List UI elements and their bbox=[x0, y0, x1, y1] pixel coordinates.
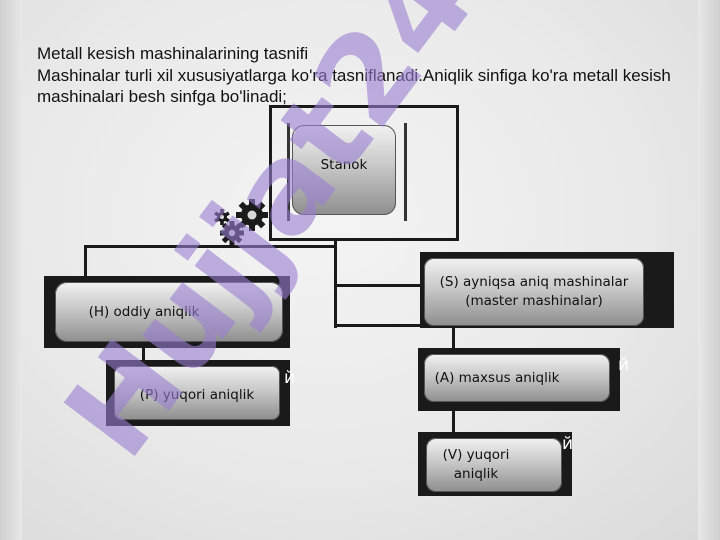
connector-a-to-v bbox=[452, 410, 455, 434]
connector-s-to-a bbox=[452, 327, 455, 349]
slide-description: Mashinalar turli xil xususiyatlarga ko'r… bbox=[37, 65, 671, 107]
stanok-label: Stanok bbox=[320, 156, 368, 173]
ghost-glyph-p: й bbox=[284, 368, 296, 388]
gears-icon bbox=[214, 199, 268, 245]
ghost-glyph-a: й bbox=[618, 355, 630, 375]
p-node-label: (P) yuqori aniqlik bbox=[139, 386, 255, 403]
slide-frame-left bbox=[0, 0, 22, 540]
slide-title: Metall kesish mashinalarining tasnifi bbox=[37, 44, 309, 63]
connector-h-to-p bbox=[142, 347, 145, 361]
connector-left-drop bbox=[84, 245, 87, 277]
intro-text: Metall kesish mashinalarining tasnifi Ma… bbox=[37, 43, 697, 108]
h-node-label: (H) oddiy aniqlik bbox=[88, 303, 200, 320]
connector-left-horizontal bbox=[84, 245, 336, 248]
v-node: (V) yuqori aniqlik bbox=[426, 438, 562, 492]
v-node-label: (V) yuqori aniqlik bbox=[442, 447, 510, 482]
stanok-node-frame bbox=[269, 105, 459, 241]
ghost-glyph-v: й bbox=[562, 434, 574, 454]
connector-right-horizontal bbox=[334, 284, 422, 287]
a-node-label: (A) maxsus aniqlik bbox=[434, 369, 560, 386]
stanok-node: Stanok bbox=[292, 125, 396, 215]
h-node: (H) oddiy aniqlik bbox=[55, 282, 283, 342]
s-node: (S) ayniqsa aniq mashinalar (master mash… bbox=[424, 258, 644, 326]
p-node: (P) yuqori aniqlik bbox=[114, 366, 280, 420]
connector-right-bottom bbox=[334, 324, 422, 327]
stanok-bracket bbox=[287, 123, 407, 221]
slide-frame-right bbox=[698, 0, 720, 540]
s-node-label: (S) ayniqsa aniq mashinalar (master mash… bbox=[439, 274, 629, 309]
a-node: (A) maxsus aniqlik bbox=[424, 354, 610, 402]
connector-root-down bbox=[334, 238, 337, 328]
